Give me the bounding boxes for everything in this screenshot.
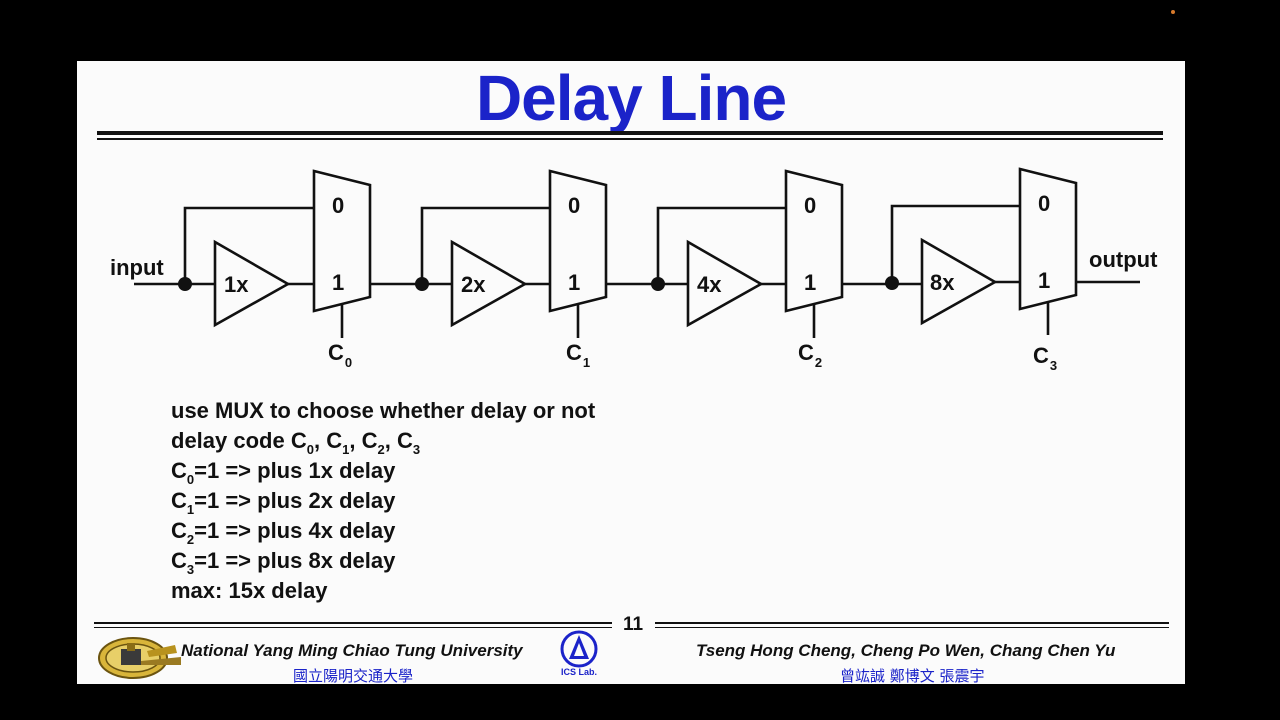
desc-rule-c1: C1=1 => plus 2x delay bbox=[171, 488, 396, 517]
footer-rule-right-thin bbox=[655, 627, 1169, 628]
stage-1 bbox=[420, 169, 688, 338]
junction-dot-1 bbox=[415, 277, 429, 291]
desc-rule-c0: C0=1 => plus 1x delay bbox=[171, 458, 396, 487]
desc-max-line: max: 15x delay bbox=[171, 578, 328, 603]
title-rule-thin bbox=[97, 138, 1163, 140]
mux-3 bbox=[1018, 167, 1078, 311]
footer-authors-cn: 曾竑誠 鄭博文 張震宇 bbox=[840, 667, 985, 685]
junction-dot-2 bbox=[651, 277, 665, 291]
buffer-4x bbox=[686, 239, 764, 328]
mux-1-input-zero: 0 bbox=[568, 193, 580, 218]
mux-2-input-zero: 0 bbox=[804, 193, 816, 218]
buffer-label-2: 4x bbox=[697, 272, 722, 297]
footer-rule-left-thick bbox=[94, 622, 612, 624]
input-label: input bbox=[110, 255, 164, 280]
stage-0 bbox=[183, 169, 452, 338]
junction-dot-0 bbox=[178, 277, 192, 291]
footer-rule-right-thick bbox=[655, 622, 1169, 624]
mux-3-input-zero: 0 bbox=[1038, 191, 1050, 216]
mux-2 bbox=[784, 169, 844, 313]
mux-0 bbox=[312, 169, 372, 313]
buffer-label-1: 2x bbox=[461, 272, 486, 297]
slide-title: Delay Line bbox=[475, 62, 787, 134]
control-label-2: C2 bbox=[798, 340, 822, 370]
bypass-wire-1 bbox=[420, 206, 550, 284]
mux-1-input-one: 1 bbox=[568, 270, 580, 295]
mux-1 bbox=[548, 169, 608, 313]
slide: Delay Line bbox=[77, 61, 1185, 685]
stage-2 bbox=[656, 169, 922, 338]
stage-3 bbox=[890, 167, 1078, 335]
mux-3-input-one: 1 bbox=[1038, 268, 1050, 293]
footer-university-name-cn: 國立陽明交通大學 bbox=[293, 667, 414, 685]
desc-line-1: use MUX to choose whether delay or not bbox=[171, 398, 596, 423]
desc-rule-c3: C3=1 => plus 8x delay bbox=[171, 548, 396, 577]
footer-authors: Tseng Hong Cheng, Cheng Po Wen, Chang Ch… bbox=[696, 641, 1116, 660]
control-label-3: C3 bbox=[1033, 343, 1057, 373]
recording-indicator-dot bbox=[1171, 10, 1175, 14]
output-label: output bbox=[1089, 247, 1158, 272]
mux-2-input-one: 1 bbox=[804, 270, 816, 295]
mux-0-input-zero: 0 bbox=[332, 193, 344, 218]
ics-lab-logo-text: ICS Lab. bbox=[561, 667, 597, 677]
buffer-label-0: 1x bbox=[224, 272, 249, 297]
buffer-2x bbox=[450, 239, 528, 328]
university-logo bbox=[98, 637, 181, 679]
page-number: 11 bbox=[622, 614, 644, 635]
buffer-1x bbox=[213, 239, 291, 328]
buffer-label-3: 8x bbox=[930, 270, 955, 295]
control-label-0: C0 bbox=[328, 340, 352, 370]
bypass-wire-0 bbox=[183, 206, 314, 284]
description-text: use MUX to choose whether delay or not d… bbox=[171, 396, 595, 606]
control-label-1: C1 bbox=[566, 340, 590, 370]
desc-rule-c2: C2=1 => plus 4x delay bbox=[171, 518, 396, 547]
title-rule-thick bbox=[97, 131, 1163, 135]
junction-dot-3 bbox=[885, 276, 899, 290]
footer-rule-left-thin bbox=[94, 627, 612, 628]
mux-0-input-one: 1 bbox=[332, 270, 344, 295]
ics-lab-logo: ICS Lab. bbox=[555, 629, 603, 682]
desc-line-2: delay code C0, C1, C2, C3 bbox=[171, 428, 421, 457]
buffer-8x bbox=[920, 237, 998, 326]
footer-university-name: National Yang Ming Chiao Tung University bbox=[181, 641, 523, 660]
bypass-wire-2 bbox=[656, 206, 786, 284]
delay-line-diagram: input output 1x 2x 4x 8x 0 1 0 1 0 1 0 1… bbox=[110, 167, 1158, 373]
bypass-wire-3 bbox=[890, 204, 1020, 284]
